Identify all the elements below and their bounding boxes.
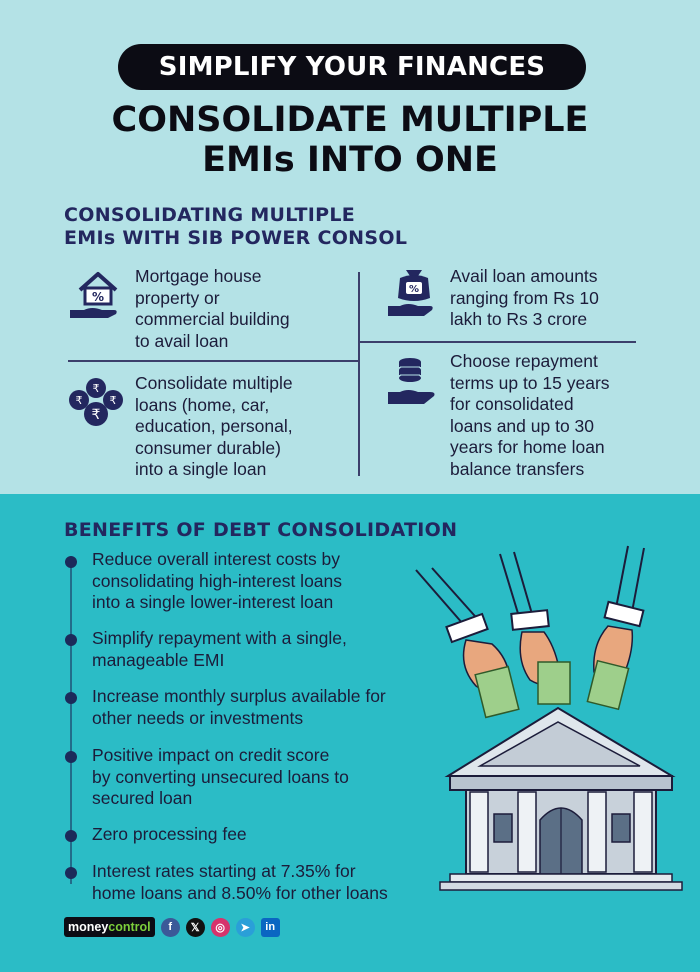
- rupee-coins-icon: ₹ ₹ ₹ ₹: [66, 376, 126, 436]
- feature-2-line: lakh to Rs 3 crore: [450, 309, 588, 329]
- facebook-icon[interactable]: f: [160, 917, 180, 937]
- feature-1-line: commercial building: [135, 309, 290, 329]
- pill-label: SIMPLIFY YOUR FINANCES: [118, 44, 586, 90]
- benefit-item-2: Simplify repayment with a single, manage…: [92, 628, 452, 671]
- benefit-line: home loans and 8.50% for other loans: [92, 882, 388, 903]
- feature-1-line: to avail loan: [135, 330, 229, 351]
- feature-4-line: terms up to 15 years: [450, 372, 610, 393]
- brand-logo[interactable]: moneycontrol: [64, 917, 155, 937]
- instagram-icon[interactable]: ◎: [210, 917, 230, 937]
- svg-text:₹: ₹: [92, 407, 101, 423]
- benefit-line: secured loan: [92, 788, 193, 808]
- feature-3-line: Consolidate multiple: [135, 373, 293, 393]
- benefit-line: Reduce overall interest costs by: [92, 549, 341, 569]
- hands-cash-bank-icon: [410, 540, 700, 900]
- x-icon[interactable]: 𝕏: [185, 917, 205, 937]
- feature-1-text: Mortgage house property or commercial bu…: [135, 266, 345, 352]
- feature-2-line: ranging from Rs 10: [450, 287, 599, 308]
- svg-text:%: %: [92, 290, 104, 304]
- benefit-line: Increase monthly surplus available for: [92, 686, 386, 706]
- bullet-dot: [65, 830, 77, 842]
- brand-part-2: control: [108, 920, 151, 934]
- feature-3-line: education, personal,: [135, 416, 293, 436]
- divider-vertical: [358, 272, 360, 476]
- feature-4-line: for consolidated: [450, 394, 574, 414]
- feature-4-text: Choose repayment terms up to 15 years fo…: [450, 351, 665, 480]
- bullet-dot: [65, 556, 77, 568]
- bullet-dot: [65, 751, 77, 763]
- house-percent-icon: %: [68, 266, 128, 326]
- bullet-dot: [65, 634, 77, 646]
- section1-heading: CONSOLIDATING MULTIPLE EMIs WITH SIB POW…: [64, 204, 524, 250]
- feature-3-line: loans (home, car,: [135, 394, 270, 415]
- brand-part-1: money: [68, 920, 109, 934]
- feature-1-line: property or: [135, 287, 220, 308]
- benefit-item-5: Zero processing fee: [92, 824, 452, 846]
- benefit-line: manageable EMI: [92, 649, 225, 670]
- svg-text:%: %: [409, 284, 419, 295]
- wallet-percent-icon: %: [384, 264, 444, 324]
- benefit-line: Zero processing fee: [92, 824, 247, 844]
- divider-left: [68, 360, 360, 362]
- feature-4-line: Choose repayment: [450, 351, 598, 371]
- benefit-line: Simplify repayment with a single,: [92, 628, 347, 648]
- benefit-item-1: Reduce overall interest costs by consoli…: [92, 549, 452, 614]
- svg-text:₹: ₹: [76, 394, 83, 407]
- section1-heading-line-1: CONSOLIDATING MULTIPLE: [64, 204, 356, 226]
- benefit-item-3: Increase monthly surplus available for o…: [92, 686, 452, 729]
- feature-3-line: consumer durable): [135, 437, 281, 458]
- section2-heading: BENEFITS OF DEBT CONSOLIDATION: [64, 519, 458, 541]
- benefit-line: consolidating high-interest loans: [92, 570, 343, 591]
- svg-text:₹: ₹: [93, 382, 100, 395]
- benefit-line: other needs or investments: [92, 707, 304, 728]
- feature-4-line: years for home loan: [450, 437, 605, 457]
- footer: moneycontrol f 𝕏 ◎ ➤ in: [64, 916, 280, 938]
- headline: CONSOLIDATE MULTIPLE EMIs INTO ONE: [0, 100, 700, 180]
- benefit-line: Interest rates starting at 7.35% for: [92, 861, 356, 881]
- feature-3-text: Consolidate multiple loans (home, car, e…: [135, 373, 350, 481]
- feature-2-line: Avail loan amounts: [450, 266, 598, 286]
- benefit-item-4: Positive impact on credit score by conve…: [92, 745, 452, 810]
- linkedin-icon[interactable]: in: [260, 917, 280, 937]
- feature-4-line: balance transfers: [450, 458, 585, 479]
- bullet-dot: [65, 692, 77, 704]
- feature-4-line: loans and up to 30: [450, 415, 595, 436]
- headline-line-1: CONSOLIDATE MULTIPLE: [111, 100, 589, 140]
- benefits-timeline: [70, 558, 72, 884]
- feature-3-line: into a single loan: [135, 459, 267, 479]
- benefit-line: by converting unsecured loans to: [92, 766, 349, 787]
- telegram-icon[interactable]: ➤: [235, 917, 255, 937]
- benefit-line: into a single lower-interest loan: [92, 592, 334, 612]
- benefit-item-6: Interest rates starting at 7.35% for hom…: [92, 861, 452, 904]
- feature-2-text: Avail loan amounts ranging from Rs 10 la…: [450, 266, 665, 331]
- bullet-dot: [65, 867, 77, 879]
- coin-stack-hand-icon: [384, 352, 444, 412]
- section1-heading-line-2: EMIs WITH SIB POWER CONSOL: [64, 227, 408, 249]
- benefit-line: Positive impact on credit score: [92, 745, 330, 765]
- divider-right: [360, 341, 636, 343]
- headline-line-2: EMIs INTO ONE: [202, 140, 498, 180]
- feature-1-line: Mortgage house: [135, 266, 262, 286]
- svg-text:₹: ₹: [110, 394, 117, 407]
